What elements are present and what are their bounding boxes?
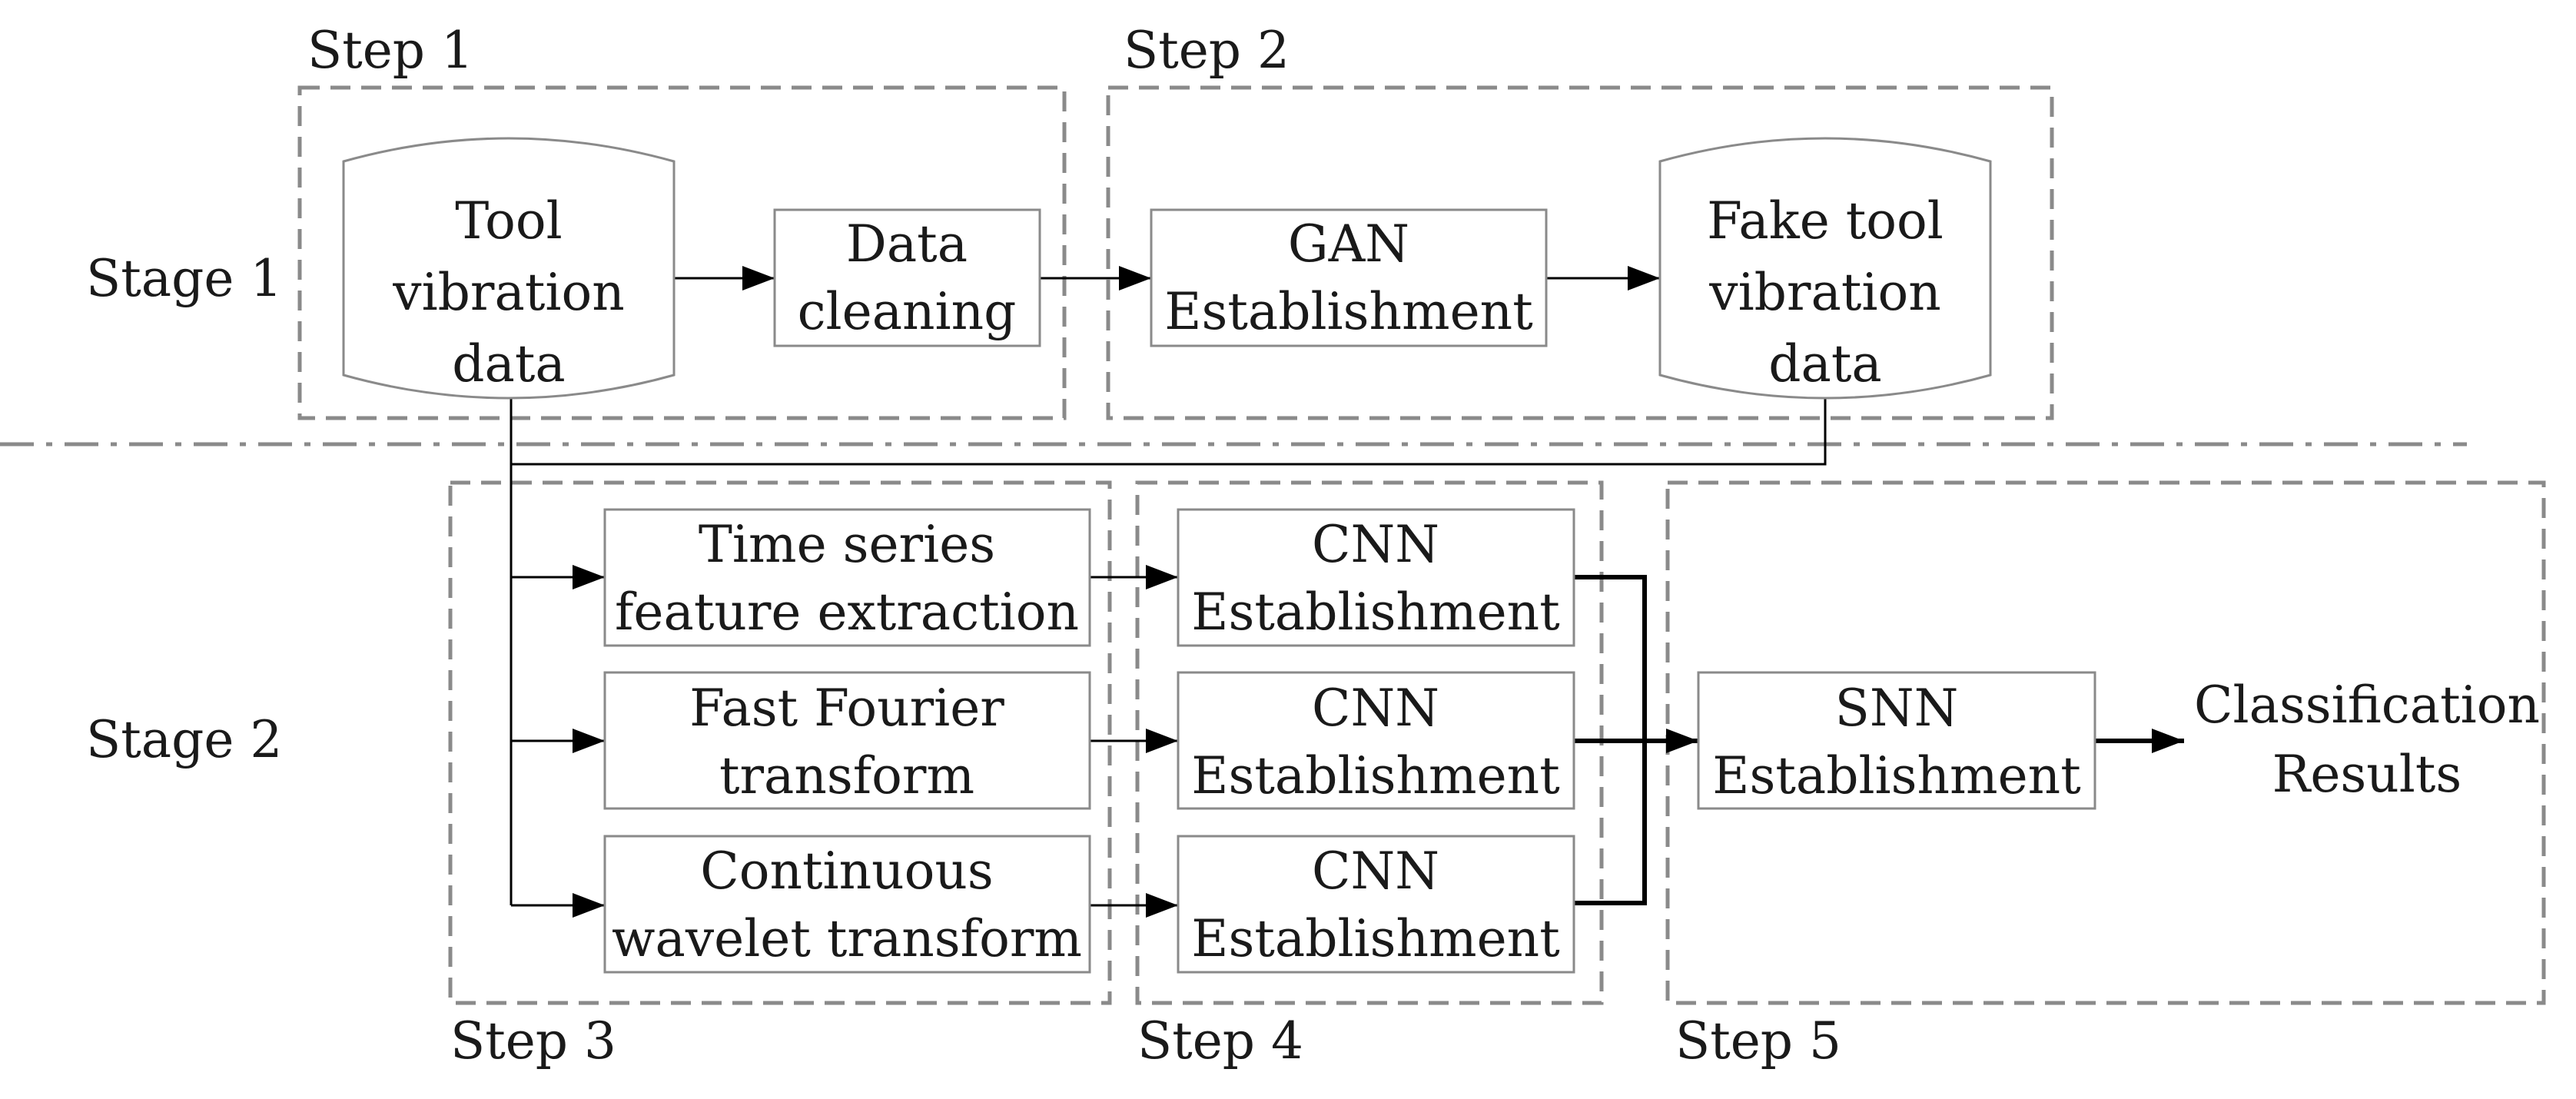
step2-group: [1106, 85, 2054, 420]
gan-establishment-box: [1150, 208, 1548, 347]
tool-vibration-data-cylinder: [342, 137, 676, 400]
node-fft-line1: Fast Fourier: [689, 679, 1004, 738]
line-fake-to-trunk: [511, 398, 1827, 466]
step3-label: Step 3: [450, 1011, 616, 1071]
node-tool-line3: data: [452, 334, 565, 393]
node-ts-line2: feature extraction: [615, 583, 1079, 642]
node-tool-line1: Tool: [455, 191, 562, 251]
node-cleaning-line2: cleaning: [798, 282, 1017, 341]
node-fake-line3: data: [1768, 334, 1881, 393]
step1-group: [297, 85, 1067, 420]
node-snn-line2: Establishment: [1712, 746, 2080, 805]
node-cwt-line1: Continuous: [700, 842, 994, 901]
node-cnn1-line1: CNN: [1312, 515, 1439, 574]
cwt-box: [603, 835, 1091, 974]
step1-label: Step 1: [307, 21, 473, 80]
cnn-box-2: [1177, 671, 1575, 810]
step2-label: Step 2: [1124, 21, 1290, 80]
step3-group: [448, 480, 1112, 1005]
cnn-box-1: [1177, 508, 1575, 647]
node-cnn2-line1: CNN: [1312, 679, 1439, 738]
node-fft-line2: transform: [719, 746, 974, 805]
cnn-box-3: [1177, 835, 1575, 974]
time-series-box: [603, 508, 1091, 647]
node-snn-line1: SNN: [1835, 679, 1959, 738]
stage1-label: Stage 1: [86, 249, 282, 308]
node-cnn1-line2: Establishment: [1191, 583, 1559, 642]
step5-label: Step 5: [1675, 1011, 1841, 1071]
node-cwt-line2: wavelet transform: [612, 909, 1082, 968]
step4-label: Step 4: [1137, 1011, 1303, 1071]
node-ts-line1: Time series: [699, 515, 995, 574]
node-cnn3-line1: CNN: [1312, 842, 1439, 901]
node-cnn3-line2: Establishment: [1191, 909, 1559, 968]
node-gan-line1: GAN: [1288, 214, 1409, 274]
snn-establishment-box: [1697, 671, 2096, 810]
node-fake-line2: vibration: [1708, 263, 1940, 322]
node-results-line2: Results: [2272, 745, 2462, 804]
node-cnn2-line2: Establishment: [1191, 746, 1559, 805]
fake-tool-vibration-data-cylinder: [1658, 137, 1992, 400]
fft-box: [603, 671, 1091, 810]
data-cleaning-box: [773, 208, 1041, 347]
node-fake-line1: Fake tool: [1707, 191, 1944, 251]
node-cleaning-line1: Data: [846, 214, 968, 274]
node-results-line1: Classification: [2194, 676, 2540, 735]
stage2-label: Stage 2: [86, 710, 282, 769]
node-tool-line2: vibration: [392, 263, 624, 322]
node-gan-line2: Establishment: [1164, 282, 1532, 341]
